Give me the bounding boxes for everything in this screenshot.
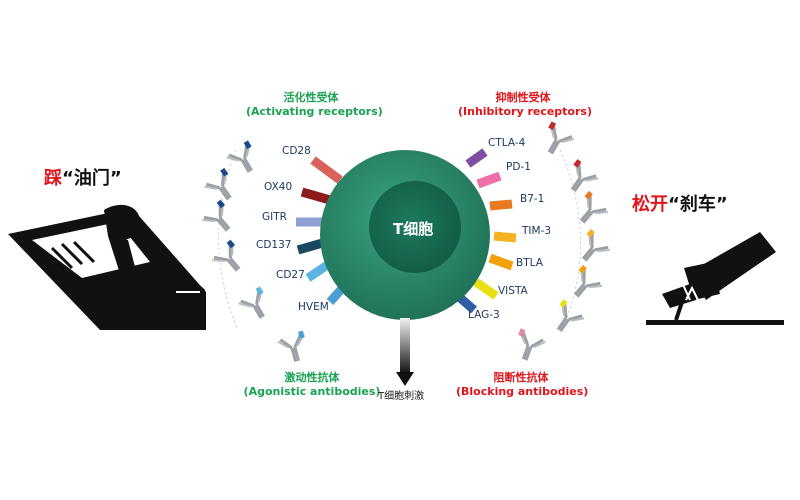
gear-shift-accelerator-icon xyxy=(8,204,206,330)
t-cell-label: T细胞 xyxy=(393,220,434,238)
blocking-group-label: 阻断性抗体 (Blocking antibodies) xyxy=(456,371,589,398)
inhibitory-receptor-label-vista: VISTA xyxy=(498,285,528,297)
activating-receptor-label-cd27: CD27 xyxy=(276,269,305,281)
antibody-icon xyxy=(276,330,312,367)
inhibitory-receptor-label-tim-3: TIM-3 xyxy=(522,225,552,237)
antibody-icon xyxy=(546,299,587,340)
inhibitory-cn: 抑制性受体 xyxy=(495,91,551,104)
activating-receptor-label-ox40: OX40 xyxy=(264,181,293,193)
antibody-icon xyxy=(560,159,601,200)
agonistic-en: (Agonistic antibodies) xyxy=(243,385,381,398)
inhibitory-receptor-label-b7-1: B7-1 xyxy=(520,193,545,205)
t-cell-nucleus xyxy=(369,181,461,273)
inhibitory-receptor-b7-1 xyxy=(489,199,513,211)
agonistic-antibodies xyxy=(200,140,312,367)
blocking-en: (Blocking antibodies) xyxy=(456,385,589,398)
antibody-icon xyxy=(564,264,605,306)
left-title-main: 踩 xyxy=(44,168,62,189)
right-title-main: 松开 xyxy=(632,194,668,215)
antibody-icon xyxy=(202,167,242,208)
antibody-icon xyxy=(537,121,576,162)
agonistic-group-label: 激动性抗体 (Agonistic antibodies) xyxy=(242,372,382,397)
activating-receptor-ox40 xyxy=(300,187,332,205)
right-title-quote: “刹车” xyxy=(668,194,728,215)
antibody-icon xyxy=(572,228,613,270)
agonistic-cn: 激动性抗体 xyxy=(284,371,340,384)
inhibitory-receptor-btla xyxy=(488,253,514,271)
antibody-icon xyxy=(210,239,250,280)
activating-receptor-label-cd28: CD28 xyxy=(282,145,311,157)
inhibitory-receptor-pd-1 xyxy=(476,171,502,189)
inhibitory-receptor-ctla-4 xyxy=(465,148,488,168)
blocking-antibodies xyxy=(510,121,613,366)
antibody-icon xyxy=(510,328,548,366)
inhibitory-receptor-tim-3 xyxy=(493,231,517,243)
activating-cn: 活化性受体 xyxy=(283,91,339,104)
inhibitory-receptor-label-lag-3: LAG-3 xyxy=(468,309,500,321)
inhibitory-group-label: 抑制性受体 (Inhibitory receptors) xyxy=(458,91,592,118)
activating-receptor-label-gitr: GITR xyxy=(262,211,287,223)
foot-brake-pedal-icon xyxy=(646,232,784,325)
left-title-quote: “油门” xyxy=(62,168,122,189)
inhibitory-en: (Inhibitory receptors) xyxy=(458,105,592,118)
antibody-icon xyxy=(570,190,611,232)
inhibitory-receptor-vista xyxy=(473,278,499,300)
inhibitory-receptor-label-ctla-4: CTLA-4 xyxy=(488,137,526,149)
activating-receptor-label-hvem: HVEM xyxy=(298,301,329,313)
antibody-icon xyxy=(200,199,240,240)
stimulation-label: T细胞刺激 xyxy=(378,391,425,402)
blocking-cn: 阻断性抗体 xyxy=(493,371,549,384)
activating-en: (Activating receptors) xyxy=(246,105,383,118)
inhibitory-receptor-label-btla: BTLA xyxy=(516,257,543,269)
activating-group-label: 活化性受体 (Activating receptors) xyxy=(246,91,383,118)
activating-receptor-label-cd137: CD137 xyxy=(256,239,292,251)
right-title: 松开“刹车” xyxy=(632,196,728,214)
activating-receptor-cd28 xyxy=(310,156,343,184)
left-title: 踩“油门” xyxy=(44,170,122,188)
antibody-icon xyxy=(224,140,264,180)
stimulation-arrow xyxy=(396,318,414,386)
inhibitory-receptor-label-pd-1: PD-1 xyxy=(506,161,531,173)
antibody-icon xyxy=(236,286,276,326)
